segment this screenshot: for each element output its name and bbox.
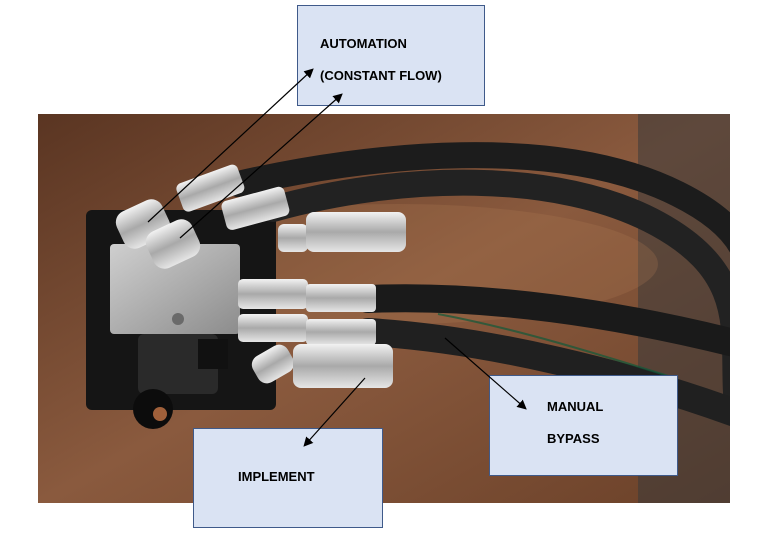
constant-flow-label: (CONSTANT FLOW) [320,68,442,83]
manual-label: MANUAL [547,399,604,414]
implement-label-box: IMPLEMENT [193,428,383,528]
hose-automation-2 [260,169,730,425]
hose-bypass-1 [354,284,730,357]
implement-label: IMPLEMENT [238,469,315,484]
automation-label-box: AUTOMATION (CONSTANT FLOW) [297,5,485,106]
hose-automation-1 [225,142,730,385]
coupler-implement [293,344,393,388]
hose-bypass-2 [354,318,730,427]
bypass-label: BYPASS [547,431,600,446]
manual-bypass-label-box: MANUAL BYPASS [489,375,678,476]
hydraulic-valve-photo [38,114,730,503]
automation-label: AUTOMATION [320,36,407,51]
valve-block [110,244,240,334]
solenoid-knob [133,389,173,429]
coupler-top [306,212,406,252]
